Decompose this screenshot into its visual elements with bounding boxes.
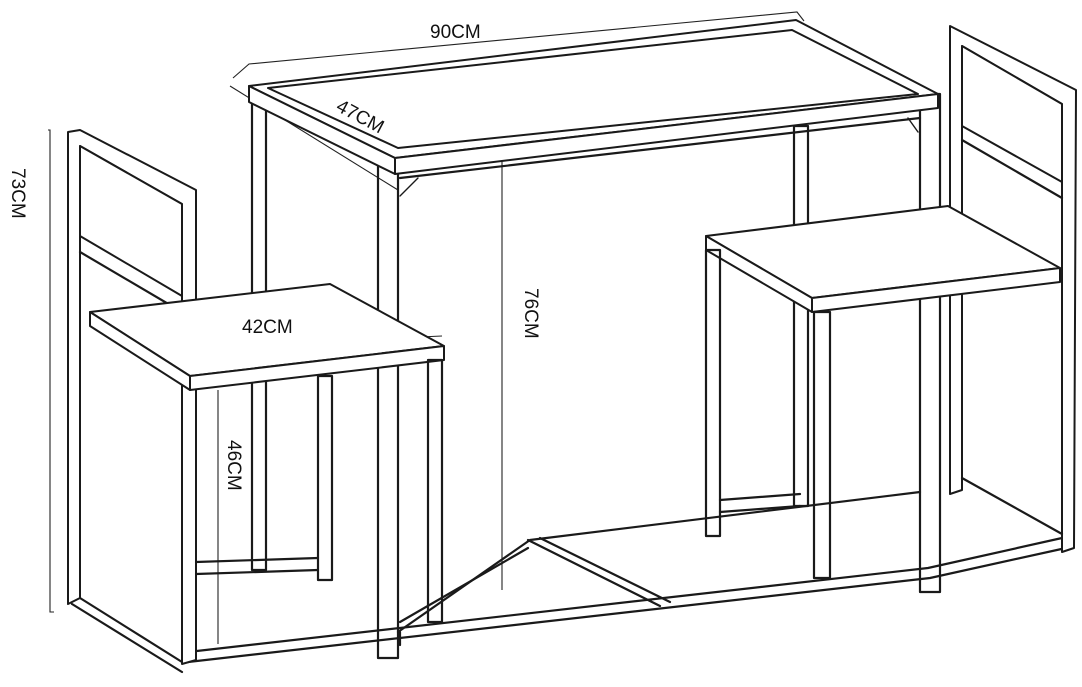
left-chair-back-frame	[67, 129, 197, 665]
chair-height-dimension-line	[48, 129, 54, 613]
table	[248, 19, 942, 660]
table-top-inner	[267, 29, 919, 149]
table-base-frame	[70, 490, 1068, 674]
left-chair-backrest-panel	[79, 145, 183, 297]
width-dimension-line	[232, 11, 805, 79]
table-front-left-leg	[376, 160, 400, 660]
table-back-right-leg	[792, 124, 810, 508]
right-chair	[704, 25, 1077, 580]
width-label: 90CM	[430, 22, 481, 43]
left-chair	[67, 129, 445, 665]
table-height-label: 76CM	[520, 288, 541, 339]
seat-height-label: 46CM	[223, 440, 244, 491]
chair-height-label: 73CM	[7, 168, 28, 219]
right-chair-backrest-panel	[961, 45, 1063, 183]
table-top-side-edge	[394, 93, 939, 175]
seat-width-label: 42CM	[242, 317, 293, 338]
table-front-right-leg	[918, 92, 942, 594]
